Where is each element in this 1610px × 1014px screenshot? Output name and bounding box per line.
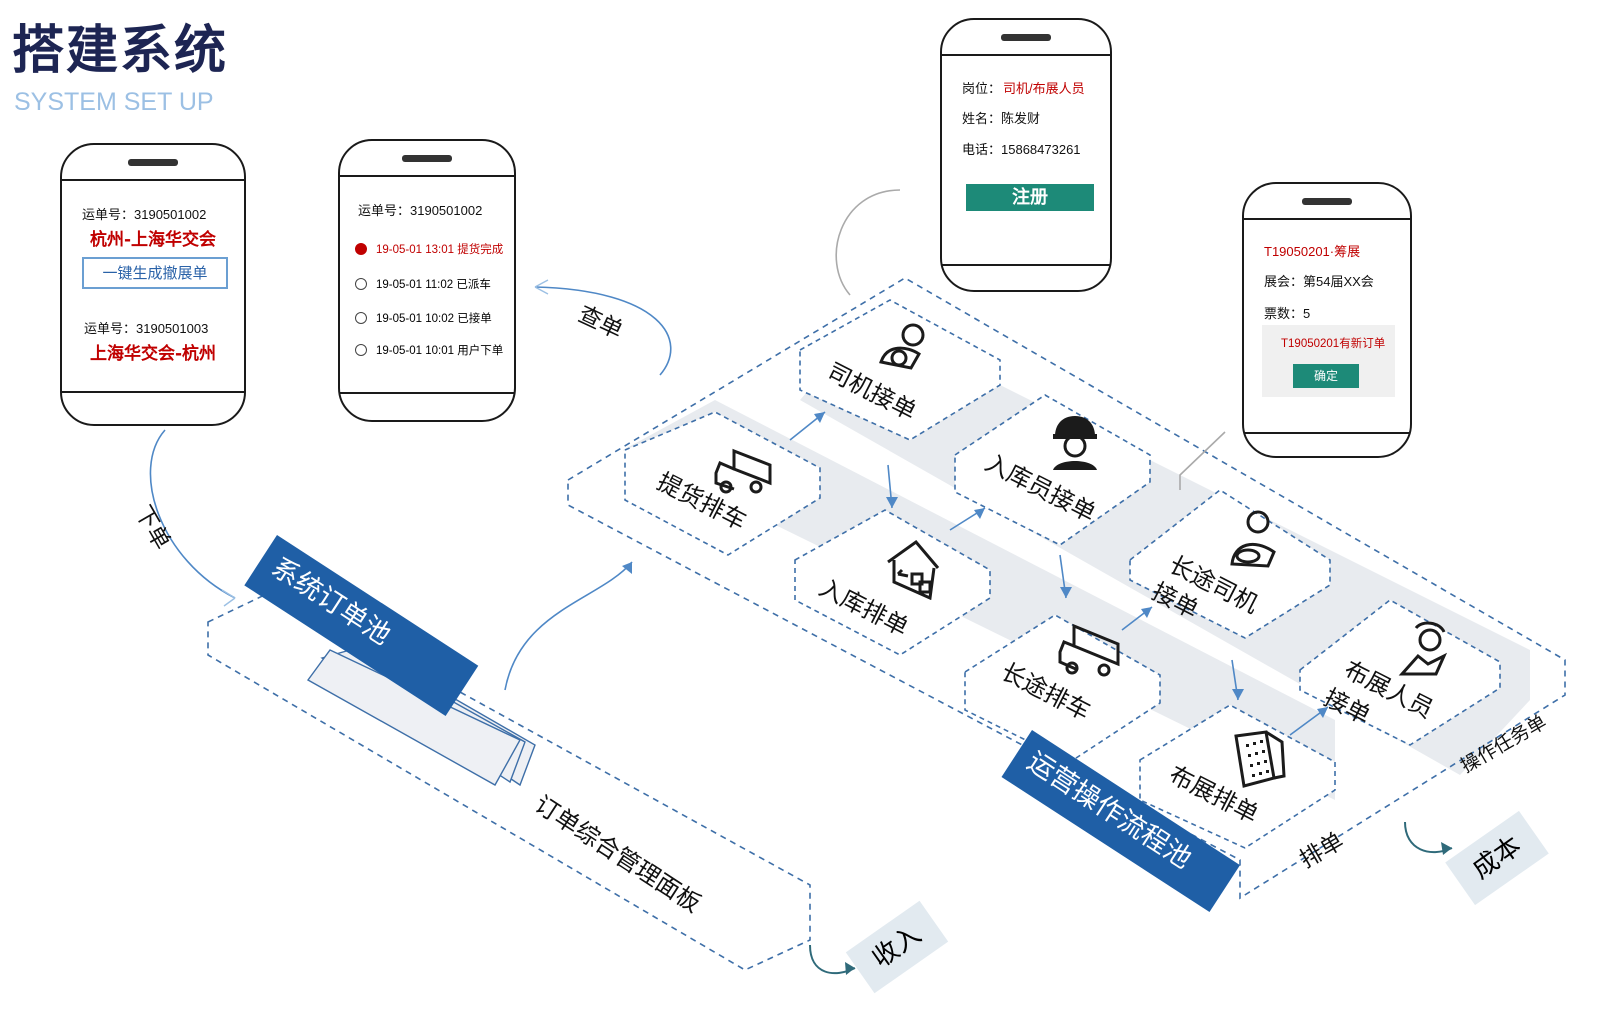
truck-icon bbox=[712, 443, 774, 503]
name-field: 姓名：陈发财 bbox=[962, 111, 1041, 126]
role-value: 司机/布展人员 bbox=[1003, 81, 1085, 96]
phone-field: 电话：15868473261 bbox=[962, 142, 1081, 157]
paper-1 bbox=[306, 649, 521, 786]
phone-screen: T19050201·筹展 展会：第54届XX会 票数：5 T19050201有新… bbox=[1244, 218, 1410, 434]
timeline-item: 19-05-01 11:02 已派车 bbox=[376, 279, 491, 291]
node-box-driver-accept bbox=[799, 299, 1001, 441]
route-1: 杭州-上海华交会 bbox=[89, 230, 217, 250]
phone-screen: 运单号：3190501002 19-05-01 13:01 提货完成 19-05… bbox=[340, 175, 514, 394]
node-box-longhaul-driver bbox=[1129, 489, 1331, 639]
route-2: 上海华交会-杭州 bbox=[89, 344, 217, 364]
timeline-item: 19-05-01 10:02 已接单 bbox=[376, 313, 492, 325]
warehouse-house-icon bbox=[882, 538, 942, 608]
timeline-dot bbox=[355, 243, 367, 255]
notify-expo: 展会：第54届XX会 bbox=[1264, 274, 1374, 289]
notify-dialog: T19050201有新订单 确定 bbox=[1262, 325, 1395, 397]
waybill-1: 运单号：3190501002 bbox=[82, 207, 207, 222]
phone-screen: 岗位： 司机/布展人员 姓名：陈发财 电话：15868473261 注册 bbox=[942, 54, 1110, 266]
generate-teardown-button[interactable]: 一键生成撤展单 bbox=[82, 257, 228, 289]
notify-code: T19050201·筹展 bbox=[1264, 244, 1361, 259]
worker-helmet-icon bbox=[1045, 410, 1105, 480]
staff-icon bbox=[1396, 618, 1452, 686]
phone-speaker bbox=[402, 155, 452, 162]
truck-icon bbox=[1058, 622, 1122, 686]
ops-pool-outline bbox=[567, 277, 1566, 900]
page-subtitle: SYSTEM SET UP bbox=[14, 88, 214, 116]
notify-tickets: 票数：5 bbox=[1264, 306, 1311, 321]
phone-speaker bbox=[1001, 34, 1051, 41]
phone-tracking: 运单号：3190501002 19-05-01 13:01 提货完成 19-05… bbox=[338, 139, 516, 422]
page-title: 搭建系统 bbox=[12, 21, 229, 81]
notify-alert: T19050201有新订单 bbox=[1281, 338, 1386, 350]
timeline-dot bbox=[355, 344, 367, 356]
phone-screen: 运单号：3190501002 杭州-上海华交会 一键生成撤展单 运单号：3190… bbox=[62, 179, 244, 393]
node-box-longhaul-schedule bbox=[964, 614, 1161, 763]
phone-order: 运单号：3190501002 杭州-上海华交会 一键生成撤展单 运单号：3190… bbox=[60, 143, 246, 426]
timeline-item: 19-05-01 10:01 用户下单 bbox=[376, 345, 504, 357]
tracking-waybill: 运单号：3190501002 bbox=[358, 203, 483, 218]
node-box-setup-staff bbox=[1299, 599, 1501, 746]
timeline-dot bbox=[355, 278, 367, 290]
phone-register: 岗位： 司机/布展人员 姓名：陈发财 电话：15868473261 注册 bbox=[940, 18, 1112, 292]
timeline-dot bbox=[355, 312, 367, 324]
driver-person-icon bbox=[877, 322, 931, 380]
order-pool-outline bbox=[207, 589, 811, 971]
node-box-warehouse-accept bbox=[954, 394, 1151, 546]
timeline-item: 19-05-01 13:01 提货完成 bbox=[376, 244, 504, 256]
confirm-button[interactable]: 确定 bbox=[1293, 364, 1359, 388]
waybill-2: 运单号：3190501003 bbox=[84, 321, 209, 336]
role-label: 岗位： bbox=[962, 81, 1002, 96]
phone-notify: T19050201·筹展 展会：第54届XX会 票数：5 T19050201有新… bbox=[1242, 182, 1412, 458]
phone-speaker bbox=[1302, 198, 1352, 205]
building-icon bbox=[1226, 728, 1286, 798]
driver-person-icon bbox=[1228, 508, 1280, 576]
phone-speaker bbox=[128, 159, 178, 166]
register-button[interactable]: 注册 bbox=[966, 184, 1094, 211]
node-box-setup-schedule bbox=[1139, 704, 1336, 849]
